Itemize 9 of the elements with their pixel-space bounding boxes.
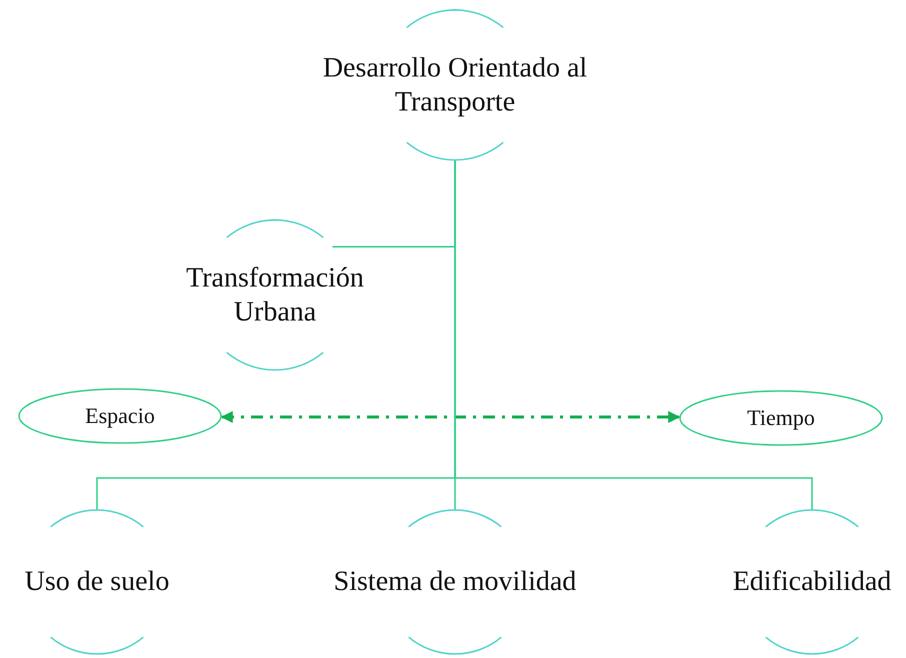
node-label: Edificabilidad (732, 565, 892, 599)
connector-line (454, 160, 813, 510)
node-label: Tiempo (746, 404, 816, 432)
node-label: Sistema de movilidad (332, 565, 578, 599)
node-label: Uso de suelo (24, 565, 170, 599)
node-label: Desarrollo Orientado al Transporte (322, 51, 588, 119)
node-label: Transformación Urbana (185, 261, 365, 329)
node-label: Espacio (84, 402, 156, 430)
arrow (220, 411, 680, 423)
